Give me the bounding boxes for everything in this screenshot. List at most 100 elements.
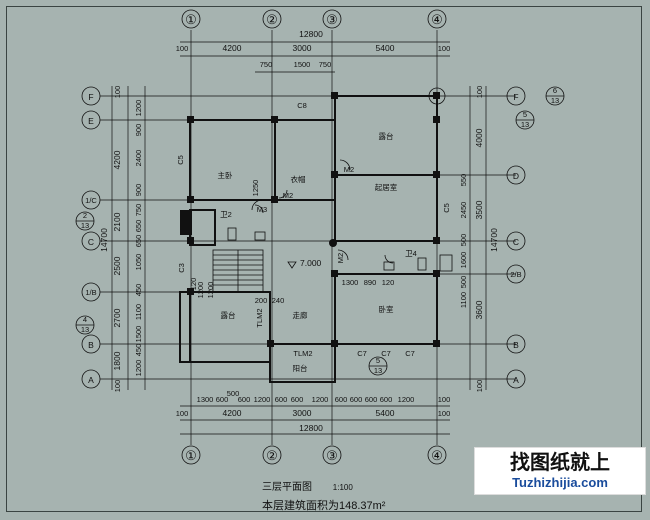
dim-b1-5: 600 xyxy=(275,395,288,404)
axis-bottom-1: ① xyxy=(185,448,197,463)
room-bath-4: 卫4 xyxy=(405,249,417,258)
room-terrace-west: 露台 xyxy=(221,310,236,320)
detail-index-marks: 6 13 5 13 2 13 4 13 5 13 xyxy=(81,86,559,375)
axis-left-1c: 1/C xyxy=(85,196,97,205)
drawing-title: 三层平面图 xyxy=(262,482,312,493)
dim-b1-9: 600 xyxy=(350,395,363,404)
index-mark-4-top: 4 xyxy=(83,315,87,324)
dim-r-1: 4000 xyxy=(474,128,484,147)
dim-b1-1: 600 xyxy=(216,395,229,404)
site-watermark: 找图纸就上 Tuzhizhijia.com xyxy=(474,447,646,495)
window-c7-3: C7 xyxy=(405,349,415,358)
axis-left-e: E xyxy=(88,116,94,126)
dim-b1-10: 600 xyxy=(365,395,378,404)
dim-l-4: 2700 xyxy=(112,308,122,327)
room-bath-2: 卫2 xyxy=(220,210,232,219)
door-m2-2: M2 xyxy=(283,191,293,200)
axis-top-2: ② xyxy=(266,12,278,27)
dim-b1-0: 1300 xyxy=(197,395,214,404)
bottom-dimensions: 1300 600 500 600 1200 600 600 1200 600 6… xyxy=(176,389,451,433)
dim-in-0: 1300 xyxy=(342,278,359,287)
floor-area: 本层建筑面积为148.37m² xyxy=(262,500,386,512)
dim-in-2: 120 xyxy=(382,278,395,287)
top-grid-axes: ① ② ③ ④ xyxy=(185,12,443,27)
watermark-chinese: 找图纸就上 xyxy=(510,450,610,474)
axis-right-a: A xyxy=(513,375,519,385)
dim-r-4: 100 xyxy=(475,380,484,393)
window-c8: C8 xyxy=(297,101,307,110)
room-terrace-north: 露台 xyxy=(379,131,394,141)
room-walk-in-closet: 衣帽 xyxy=(291,174,306,184)
door-tlm2-vertical: TLM2 xyxy=(255,308,264,327)
dim-r-2: 3500 xyxy=(474,200,484,219)
dim-top-0: 100 xyxy=(176,44,189,53)
axis-top-3: ③ xyxy=(326,12,338,27)
axis-bottom-3: ③ xyxy=(326,448,338,463)
dim-ri-2: 500 xyxy=(459,234,468,247)
dim-r-3: 3600 xyxy=(474,300,484,319)
axis-top-4: ④ xyxy=(431,12,443,27)
index-mark-2-top: 5 xyxy=(523,110,527,119)
watermark-url: Tuzhizhijia.com xyxy=(512,475,608,490)
index-mark-1-bottom: 13 xyxy=(551,96,559,105)
dim-li-9: 1100 xyxy=(134,304,143,320)
right-dimensions: 100 4000 3500 3600 100 14700 550 2450 50… xyxy=(459,86,499,393)
axis-left-f: F xyxy=(88,92,93,102)
dim-l-3: 2500 xyxy=(112,256,122,275)
dim-in-4: 240 xyxy=(272,296,285,305)
drawing-frame xyxy=(6,6,642,512)
door-m2-3: M2 xyxy=(336,253,345,263)
axis-right-d: D xyxy=(513,171,519,181)
dim-in-5: 1200 xyxy=(196,282,205,299)
dim-b2-2: 3000 xyxy=(293,408,312,418)
dim-li-5: 650 xyxy=(134,220,143,233)
dim-li-3: 900 xyxy=(134,184,143,197)
dim-in-1: 890 xyxy=(364,278,377,287)
room-living: 起居室 xyxy=(375,182,398,192)
axis-left-b: B xyxy=(88,340,94,350)
axis-right-b: B xyxy=(513,340,519,350)
dim-b1-12: 1200 xyxy=(398,395,415,404)
right-grid-axes: F D C 2/B B A xyxy=(510,92,521,385)
window-c7-1: C7 xyxy=(357,349,367,358)
dim-li-7: 1050 xyxy=(134,254,143,271)
dim-in-3: 200 xyxy=(255,296,268,305)
elevation-mark: 7.000 xyxy=(300,258,322,268)
dim-top-4: 100 xyxy=(438,44,451,53)
bottom-grid-axes: ① ② ③ ④ xyxy=(185,448,443,463)
dim-total-top: 12800 xyxy=(299,29,323,39)
dim-b1-8: 600 xyxy=(335,395,348,404)
dim-li-6: 650 xyxy=(134,235,143,248)
window-c3: C3 xyxy=(177,263,186,273)
dim-right-total: 14700 xyxy=(489,228,499,252)
window-c7-2: C7 xyxy=(381,349,391,358)
dim-total-bottom: 12800 xyxy=(299,423,323,433)
left-dimensions: 100 4200 2100 2500 2700 1800 100 14700 1… xyxy=(99,86,143,393)
dim-b1-7: 1200 xyxy=(312,395,329,404)
dim-li-8: 450 xyxy=(134,284,143,297)
dim-b1-2: 500 xyxy=(227,389,240,398)
dim-l-0: 100 xyxy=(113,86,122,99)
top-dimensions: 12800 100 4200 3000 5400 100 750 1500 75… xyxy=(176,29,451,69)
room-balcony: 阳台 xyxy=(293,363,308,373)
dim-r-0: 100 xyxy=(475,86,484,99)
dim-li-4: 750 xyxy=(134,204,143,217)
axis-bottom-2: ② xyxy=(266,448,278,463)
window-c5-right: C5 xyxy=(442,203,451,213)
inner-dimensions: 1300 890 120 200 240 1200 1200 120 1250 … xyxy=(189,180,394,305)
dim-b1-3: 600 xyxy=(238,395,251,404)
dim-ri-4: 500 xyxy=(459,276,468,289)
dim-sub-1: 1500 xyxy=(294,60,311,69)
dim-b2-3: 5400 xyxy=(376,408,395,418)
index-mark-5-top: 5 xyxy=(376,356,380,365)
dim-b1-4: 1200 xyxy=(254,395,271,404)
index-mark-2-bottom: 13 xyxy=(521,120,529,129)
window-c5-left: C5 xyxy=(176,155,185,165)
axis-left-1b: 1/B xyxy=(85,288,96,297)
dim-b1-11: 600 xyxy=(380,395,393,404)
left-grid-axes: F E 1/C C 1/B B A xyxy=(85,92,97,385)
axis-left-a: A xyxy=(88,375,94,385)
dim-b2-0: 100 xyxy=(176,409,189,418)
axis-right-f: F xyxy=(513,92,518,102)
